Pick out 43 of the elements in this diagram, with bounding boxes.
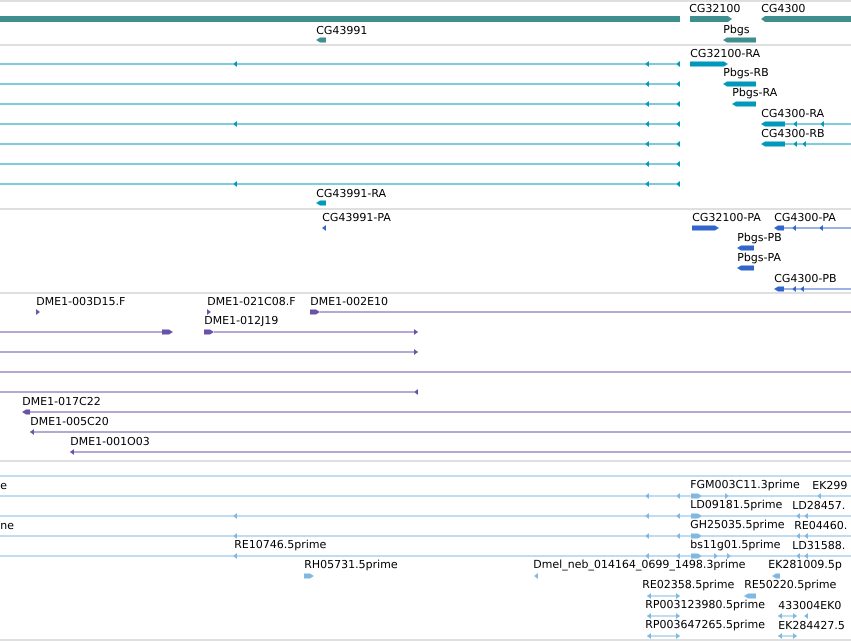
feature-label: Pbgs-RB [724,68,768,78]
feature-label: ne [1,522,14,530]
feature-label: DME1-001O03 [71,436,149,446]
feature-label: DME1-002E10 [311,296,388,306]
feature-label: RP003647265.5prime [646,620,764,630]
feature-label: LD09181.5prime [691,500,782,510]
feature-label: LD31588. [793,540,844,550]
feature-label: RH05731.5prime [305,560,398,570]
feature-label: Pbgs-PB [738,232,781,244]
feature-label: CG4300 [762,4,805,12]
feature-label: Pbgs [724,24,749,36]
feature-label: DME1-012J19 [205,316,278,326]
feature-label: Pbgs-PA [738,252,781,264]
feature-label: DME1-003D15.F [37,296,125,306]
feature-label: e [0,482,6,490]
feature-label: DME1-021C08.F [208,296,295,306]
feature-label: EK281009.5p [769,560,842,570]
feature-label: CG4300-RB [762,128,824,138]
feature-label: 433004EK0 [778,600,841,610]
feature-label: RE50220.5prime [745,580,836,590]
feature-label: RE02358.5prime [643,580,734,590]
feature-label: CG4300-PB [774,274,836,282]
feature-label: DME1-005C20 [31,416,108,426]
feature-label: RE04460. [795,520,846,530]
feature-label: CG43991-PA [322,212,391,222]
feature-label: DME1-017C22 [23,396,100,406]
feature-label: FGM003C11.3prime [691,480,800,490]
feature-label: CG43991-RA [316,188,386,198]
feature-label: RE10746.5prime [235,540,326,550]
feature-label: EK284427.5 [779,620,844,630]
feature-label: EK299 [813,480,847,490]
feature-label: Pbgs-RA [733,88,778,98]
feature-label: CG4300-RA [762,108,824,118]
feature-label: bs11g01.5prime [691,540,780,550]
feature-label: CG32100-RA [690,48,760,58]
feature-label: GH25035.5prime [690,520,784,530]
feature-label: CG43991 [316,26,366,34]
feature-label: CG4300-PA [774,212,836,222]
feature-label: RP003123980.5prime [646,600,764,610]
feature-label: Dmel_neb_014164_0699_1498.3prime [534,560,745,570]
feature-label: LD28457. [793,500,844,510]
feature-label: CG32100-PA [692,212,761,222]
feature-label: CG32100 [690,4,740,12]
